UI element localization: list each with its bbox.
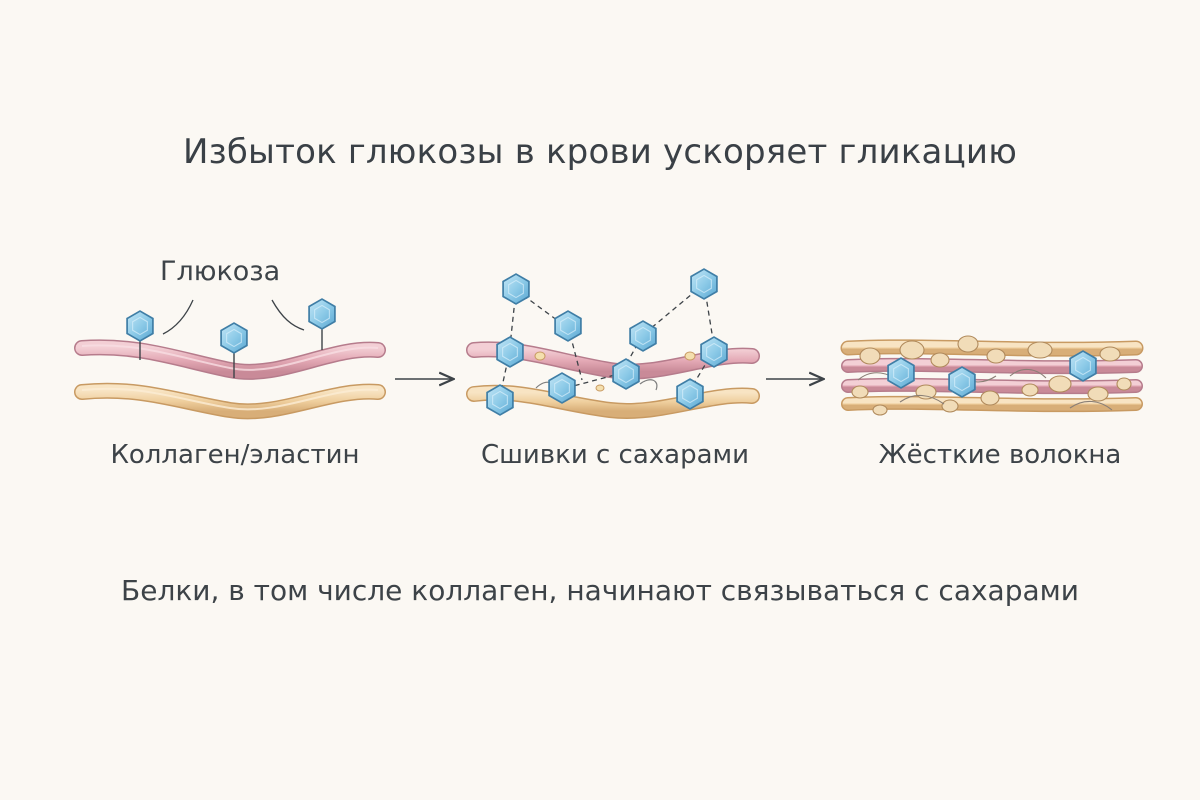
glucose-icon (502, 273, 530, 305)
glucose-icon (548, 372, 576, 404)
callout-leader-left (162, 299, 194, 335)
page-title: Избыток глюкозы в крови ускоряет гликаци… (182, 132, 1018, 172)
panel-label-sugar-crosslinks: Сшивки с сахарами (480, 440, 750, 470)
panel-collagen-elastin (74, 298, 386, 420)
glucose-icon (554, 310, 582, 342)
panel-stiff-fibers (840, 335, 1144, 416)
glucose-icon (1069, 350, 1097, 382)
glucose-icon (126, 310, 154, 342)
panel-label-collagen-elastin: Коллаген/эластин (110, 440, 360, 470)
glucose-icon (887, 357, 915, 389)
glucose-icon (612, 358, 640, 390)
glucose-icon (690, 268, 718, 300)
panel-label-stiff-fibers: Жёсткие волокна (878, 440, 1122, 470)
glucose-icon (486, 384, 514, 416)
diagram-caption: Белки, в том числе коллаген, начинают св… (121, 574, 1079, 607)
glucose-icon (629, 320, 657, 352)
callout-leader-right (271, 299, 305, 331)
glucose-icon (496, 336, 524, 368)
glucose-callout-label: Глюкоза (160, 256, 281, 287)
glucose-icon (220, 322, 248, 354)
glucose-icon (948, 366, 976, 398)
glucose-icon (700, 336, 728, 368)
glucose-icon (676, 378, 704, 410)
panel-sugar-crosslinks (466, 268, 760, 419)
glucose-icon (308, 298, 336, 330)
